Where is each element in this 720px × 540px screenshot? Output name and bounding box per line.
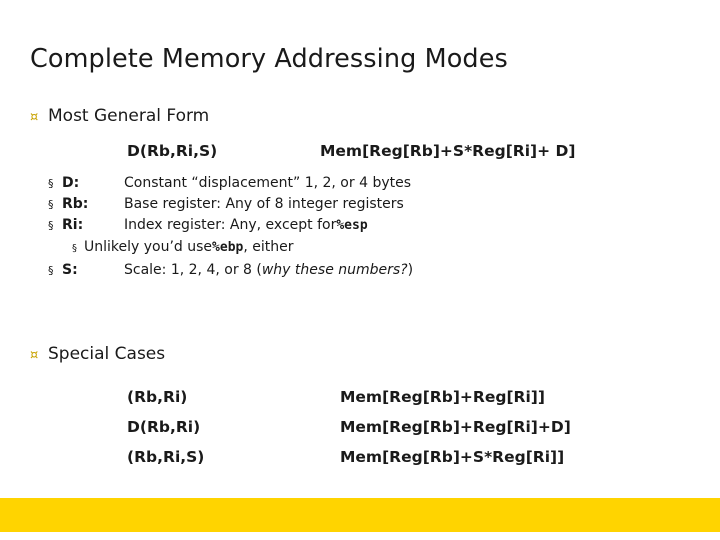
sub-list-item-ebp: § Unlikely you’d use %ebp , either xyxy=(72,239,294,255)
list-item-ri: § Ri: Index register: Any, except for %e… xyxy=(48,217,368,233)
diamond-bullet-icon: ¤ xyxy=(30,110,39,125)
list-item-d-desc: Constant “displacement” 1, 2, or 4 bytes xyxy=(124,175,412,191)
footer-spacer xyxy=(0,486,720,498)
small-square-bullet-icon: § xyxy=(72,243,77,254)
list-item-ri-label: Ri: xyxy=(62,217,84,233)
sub-list-item-register: %ebp xyxy=(212,240,244,255)
page-title: Complete Memory Addressing Modes xyxy=(30,44,508,74)
most-general-form-heading: Most General Form xyxy=(48,106,210,126)
special-case-row-0-left: (Rb,Ri) xyxy=(127,388,188,406)
square-bullet-icon: § xyxy=(48,177,54,190)
special-case-row-1-right: Mem[Reg[Rb]+Reg[Ri]+D] xyxy=(340,418,571,436)
sub-list-item-text-post: , either xyxy=(243,239,294,255)
list-item-ri-register: %esp xyxy=(336,218,368,233)
list-item-s-desc-pre: Scale: 1, 2, 4, or 8 ( xyxy=(124,262,262,278)
sub-list-item-text-pre: Unlikely you’d use xyxy=(84,239,213,255)
list-item-d: § D: Constant “displacement” 1, 2, or 4 … xyxy=(48,175,411,191)
special-case-row-1-left: D(Rb,Ri) xyxy=(127,418,201,436)
square-bullet-icon: § xyxy=(48,219,54,232)
list-item-s-desc-italic: why these numbers? xyxy=(261,262,408,278)
list-item-rb: § Rb: Base register: Any of 8 integer re… xyxy=(48,196,404,212)
special-case-row-2-right: Mem[Reg[Rb]+S*Reg[Ri]] xyxy=(340,448,565,466)
general-form-right: Mem[Reg[Rb]+S*Reg[Ri]+ D] xyxy=(320,142,576,160)
list-item-rb-desc: Base register: Any of 8 integer register… xyxy=(124,196,404,212)
special-cases-heading: Special Cases xyxy=(48,344,166,364)
list-item-d-label: D: xyxy=(62,175,80,191)
list-item-ri-desc: Index register: Any, except for xyxy=(124,217,337,233)
list-item-s-desc-post: ) xyxy=(407,262,414,278)
list-item-s-label: S: xyxy=(62,262,78,278)
list-item-s: § S: Scale: 1, 2, 4, or 8 ( why these nu… xyxy=(48,262,413,278)
bullet-most-general-form: ¤ Most General Form xyxy=(30,106,209,126)
list-item-rb-label: Rb: xyxy=(62,196,89,212)
special-case-row-0-right: Mem[Reg[Rb]+Reg[Ri]] xyxy=(340,388,545,406)
bullet-special-cases: ¤ Special Cases xyxy=(30,344,165,364)
square-bullet-icon: § xyxy=(48,264,54,277)
footer-bottom-spacer xyxy=(0,532,720,540)
diamond-bullet-icon: ¤ xyxy=(30,348,39,363)
footer-accent-bar xyxy=(0,498,720,532)
general-form-left: D(Rb,Ri,S) xyxy=(127,142,218,160)
square-bullet-icon: § xyxy=(48,198,54,211)
special-case-row-2-left: (Rb,Ri,S) xyxy=(127,448,205,466)
